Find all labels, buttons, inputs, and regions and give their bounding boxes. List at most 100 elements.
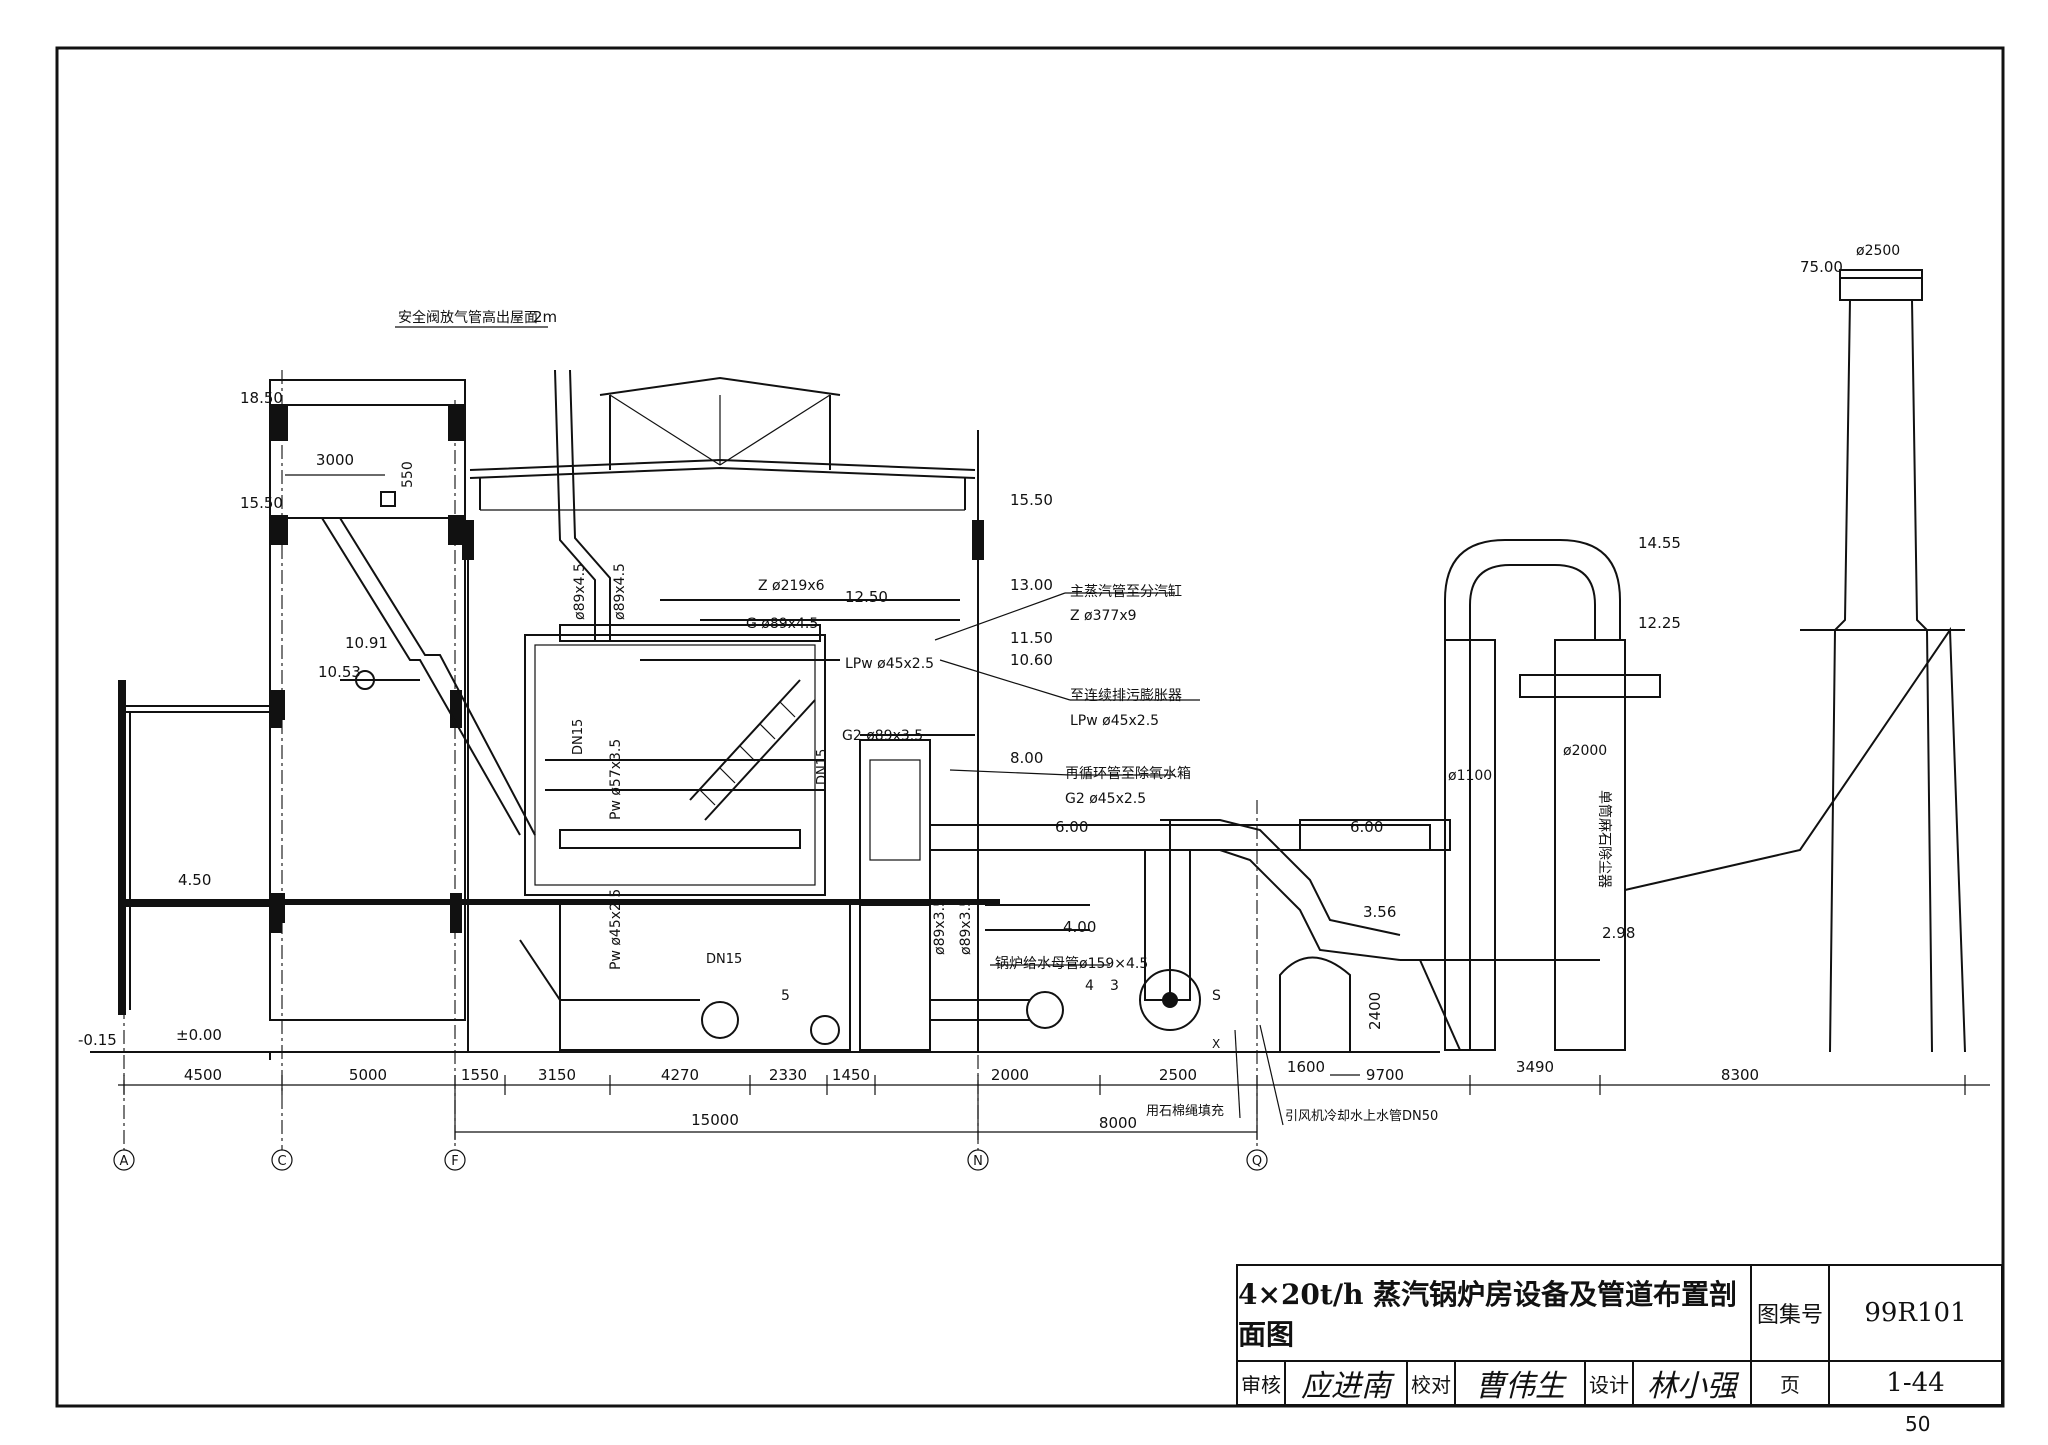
chimney bbox=[1624, 269, 1966, 1053]
note-to-blowdown: 至连续排污膨胀器 bbox=[1070, 687, 1182, 704]
note-pw45: Pw ø45x2.5 bbox=[608, 889, 624, 970]
elev-13-00: 13.00 bbox=[1010, 576, 1053, 594]
note-num-4: 4 bbox=[1085, 978, 1094, 994]
steam-boiler bbox=[519, 369, 975, 1051]
left-platform-structure bbox=[118, 680, 285, 1015]
elev-75-00: 75.00 bbox=[1800, 258, 1843, 276]
dim-3150: 3150 bbox=[538, 1066, 576, 1084]
dimension-lines bbox=[118, 474, 1990, 1140]
note-g2-45: G2 ø45x2.5 bbox=[1065, 791, 1146, 807]
elev-10-60: 10.60 bbox=[1010, 651, 1053, 669]
elev-12-25: 12.25 bbox=[1638, 614, 1681, 632]
dim-8300: 8300 bbox=[1721, 1066, 1759, 1084]
elev-6-00-a: 6.00 bbox=[1055, 818, 1088, 836]
note-d1100: ø1100 bbox=[1448, 768, 1492, 784]
note-g89: G ø89x4.5 bbox=[746, 616, 818, 632]
note-mark-s: S bbox=[1212, 988, 1221, 1004]
dim-2000: 2000 bbox=[991, 1066, 1029, 1084]
title-block: 4×20t/h 蒸汽锅炉房设备及管道布置剖面图 图集号 99R101 审核 应进… bbox=[1236, 1264, 2003, 1406]
axis-label-f: F bbox=[451, 1154, 458, 1169]
elev-8-00: 8.00 bbox=[1010, 749, 1043, 767]
designer-signature: 林小强 bbox=[1632, 1360, 1752, 1406]
note-g2-89: G2 ø89x3.5 bbox=[842, 728, 923, 744]
note-dn15-a: DN15 bbox=[571, 719, 586, 755]
note-mark-x: X bbox=[1212, 1037, 1220, 1051]
dust-collectors bbox=[1400, 539, 1661, 1051]
axis-label-q: Q bbox=[1252, 1154, 1262, 1169]
note-lpw45-b: LPw ø45x2.5 bbox=[1070, 713, 1159, 729]
note-dim-3000: 3000 bbox=[316, 451, 354, 469]
note-dust-collector: 单筒麻石除尘器 bbox=[1596, 790, 1613, 888]
dim-1450: 1450 bbox=[832, 1066, 870, 1084]
dim-2500: 2500 bbox=[1159, 1066, 1197, 1084]
note-z377: Z ø377x9 bbox=[1070, 608, 1137, 624]
elev-0-00: ±0.00 bbox=[176, 1026, 222, 1044]
atlas-no-label: 图集号 bbox=[1750, 1264, 1830, 1362]
atlas-no: 99R101 bbox=[1828, 1264, 2003, 1362]
dim-5000: 5000 bbox=[349, 1066, 387, 1084]
note-lpw45-top: LPw ø45x2.5 bbox=[845, 656, 934, 672]
axis-label-c: C bbox=[277, 1154, 286, 1169]
note-recirc: 再循环管至除氧水箱 bbox=[1065, 766, 1191, 782]
page-number: 1-44 bbox=[1828, 1360, 2003, 1406]
elev-11-50: 11.50 bbox=[1010, 629, 1053, 647]
note-p89-b: ø89x4.5 bbox=[612, 563, 628, 620]
elev-18-50: 18.50 bbox=[240, 389, 283, 407]
elev-15-50-right: 15.50 bbox=[1010, 491, 1053, 509]
sheet-number: 50 bbox=[1905, 1412, 1931, 1436]
dim-1550: 1550 bbox=[461, 1066, 499, 1084]
drawing-frame bbox=[55, 46, 2005, 1408]
note-feedwater-header: 锅炉给水母管ø159×4.5 bbox=[995, 956, 1148, 972]
dim-15000: 15000 bbox=[691, 1111, 739, 1129]
axis-bubbles bbox=[113, 1149, 1268, 1171]
elev-10-53: 10.53 bbox=[318, 663, 361, 681]
note-dn15-b: DN15 bbox=[815, 749, 830, 785]
note-asbestos: 用石棉绳填充 bbox=[1146, 1103, 1224, 1119]
coal-bunker-building bbox=[269, 379, 536, 1021]
check-label: 校对 bbox=[1406, 1360, 1456, 1406]
note-pw57: Pw ø57x3.5 bbox=[608, 739, 624, 820]
note-num-5: 5 bbox=[781, 988, 790, 1004]
leader-lines bbox=[395, 326, 1284, 1126]
note-num-3: 3 bbox=[1110, 978, 1119, 994]
axis-label-a: A bbox=[120, 1154, 129, 1169]
elev-4-00: 4.00 bbox=[1063, 918, 1096, 936]
dim-8000: 8000 bbox=[1099, 1114, 1137, 1132]
note-d2500: ø2500 bbox=[1856, 243, 1900, 259]
elev-2-98: 2.98 bbox=[1602, 924, 1635, 942]
note-safety-valve-height: 2m bbox=[533, 308, 557, 326]
note-p89-a: ø89x4.5 bbox=[572, 563, 588, 620]
elev-minus-0-15: -0.15 bbox=[78, 1031, 117, 1049]
elev-4-50: 4.50 bbox=[178, 871, 211, 889]
dim-4270: 4270 bbox=[661, 1066, 699, 1084]
dim-4500: 4500 bbox=[184, 1066, 222, 1084]
elev-15-50-left: 15.50 bbox=[240, 494, 283, 512]
elev-14-55: 14.55 bbox=[1638, 534, 1681, 552]
induced-fan-icon bbox=[1139, 969, 1201, 1031]
note-safety-valve: 安全阀放气管高出屋面 bbox=[398, 309, 538, 326]
note-d2000: ø2000 bbox=[1563, 743, 1607, 759]
note-p89-c: ø89x3.5 bbox=[932, 898, 948, 955]
elev-12-50: 12.50 bbox=[845, 588, 888, 606]
note-fan-cooling: 引风机冷却水上水管DN50 bbox=[1285, 1109, 1438, 1124]
note-dn15-c: DN15 bbox=[706, 952, 742, 967]
note-p89-d: ø89x3.5 bbox=[958, 898, 974, 955]
checker-signature: 曹伟生 bbox=[1454, 1360, 1586, 1406]
boiler-house-building bbox=[90, 376, 1440, 1060]
dim-3490: 3490 bbox=[1516, 1058, 1554, 1076]
review-label: 审核 bbox=[1236, 1360, 1286, 1406]
dim-2330: 2330 bbox=[769, 1066, 807, 1084]
elev-3-56: 3.56 bbox=[1363, 903, 1396, 921]
reviewer-signature: 应进南 bbox=[1284, 1360, 1408, 1406]
axis-label-n: N bbox=[973, 1154, 983, 1169]
elev-10-91: 10.91 bbox=[345, 634, 388, 652]
note-dim-550: 550 bbox=[400, 461, 416, 488]
elev-6-00-b: 6.00 bbox=[1350, 818, 1383, 836]
note-dim-2400: 2400 bbox=[1366, 992, 1384, 1030]
page-label: 页 bbox=[1750, 1360, 1830, 1406]
drawing-title: 4×20t/h 蒸汽锅炉房设备及管道布置剖面图 bbox=[1236, 1264, 1752, 1362]
note-main-steam: 主蒸汽管至分汽缸 bbox=[1070, 583, 1182, 600]
note-z219: Z ø219x6 bbox=[758, 578, 825, 594]
flue-ducts bbox=[929, 819, 1451, 1052]
